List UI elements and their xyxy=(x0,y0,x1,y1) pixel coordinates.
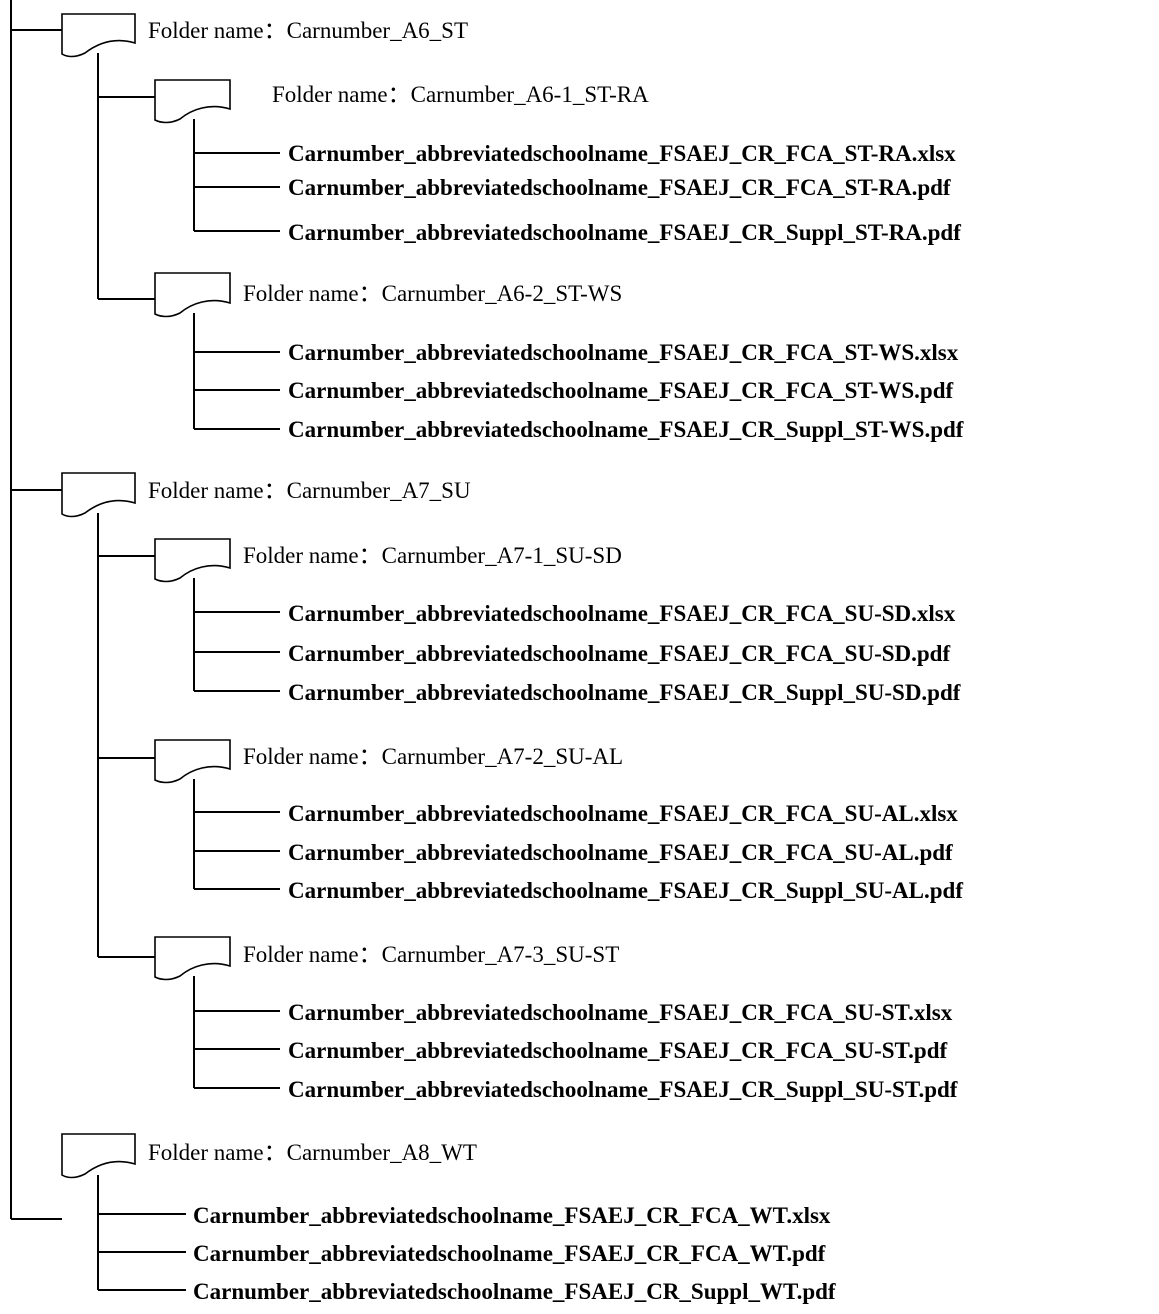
folder-document-icon xyxy=(61,13,136,58)
folder-label-a6-1: Folder name：Carnumber_A6-1_ST-RA xyxy=(272,82,649,107)
file-name: Carnumber_abbreviatedschoolname_FSAEJ_CR… xyxy=(193,1279,836,1304)
file-name: Carnumber_abbreviatedschoolname_FSAEJ_CR… xyxy=(288,340,959,365)
folder-label-a7: Folder name：Carnumber_A7_SU xyxy=(148,478,471,503)
file-name: Carnumber_abbreviatedschoolname_FSAEJ_CR… xyxy=(288,141,956,166)
file-name: Carnumber_abbreviatedschoolname_FSAEJ_CR… xyxy=(288,220,961,245)
file-name: Carnumber_abbreviatedschoolname_FSAEJ_CR… xyxy=(288,1038,948,1063)
file-name: Carnumber_abbreviatedschoolname_FSAEJ_CR… xyxy=(288,641,950,666)
folder-label-a7-2: Folder name：Carnumber_A7-2_SU-AL xyxy=(243,744,623,769)
folder-document-icon xyxy=(154,936,231,981)
file-name: Carnumber_abbreviatedschoolname_FSAEJ_CR… xyxy=(288,417,964,442)
file-name: Carnumber_abbreviatedschoolname_FSAEJ_CR… xyxy=(288,840,953,865)
file-name: Carnumber_abbreviatedschoolname_FSAEJ_CR… xyxy=(193,1203,831,1228)
file-name: Carnumber_abbreviatedschoolname_FSAEJ_CR… xyxy=(193,1241,826,1266)
folder-document-icon xyxy=(154,538,231,583)
file-name: Carnumber_abbreviatedschoolname_FSAEJ_CR… xyxy=(288,1077,958,1102)
folder-label-a6-2: Folder name：Carnumber_A6-2_ST-WS xyxy=(243,281,622,306)
folder-document-icon xyxy=(61,1133,136,1179)
file-name: Carnumber_abbreviatedschoolname_FSAEJ_CR… xyxy=(288,175,951,200)
file-name: Carnumber_abbreviatedschoolname_FSAEJ_CR… xyxy=(288,601,956,626)
file-name: Carnumber_abbreviatedschoolname_FSAEJ_CR… xyxy=(288,801,958,826)
folder-document-icon xyxy=(154,272,231,318)
folder-label-a8: Folder name：Carnumber_A8_WT xyxy=(148,1140,477,1165)
folder-label-a6: Folder name：Carnumber_A6_ST xyxy=(148,18,468,43)
file-name: Carnumber_abbreviatedschoolname_FSAEJ_CR… xyxy=(288,878,963,903)
folder-label-a7-3: Folder name：Carnumber_A7-3_SU-ST xyxy=(243,942,619,967)
file-name: Carnumber_abbreviatedschoolname_FSAEJ_CR… xyxy=(288,680,961,705)
file-name: Carnumber_abbreviatedschoolname_FSAEJ_CR… xyxy=(288,378,953,403)
folder-label-a7-1: Folder name：Carnumber_A7-1_SU-SD xyxy=(243,543,622,568)
file-name: Carnumber_abbreviatedschoolname_FSAEJ_CR… xyxy=(288,1000,953,1025)
folder-document-icon xyxy=(61,472,136,518)
folder-document-icon xyxy=(154,739,231,784)
folder-document-icon xyxy=(154,79,231,124)
